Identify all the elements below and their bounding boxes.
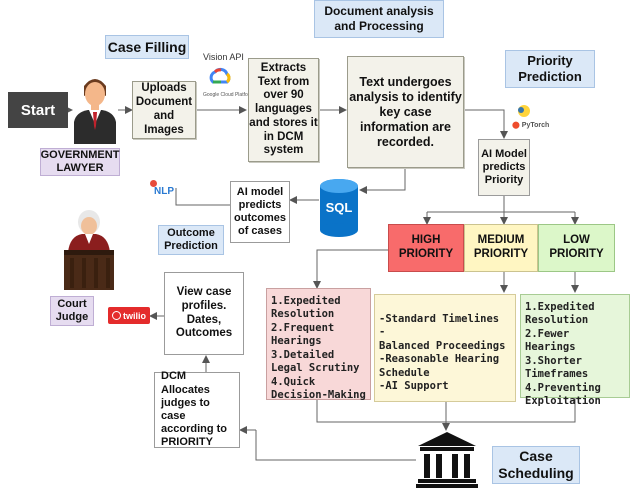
outcome-prediction-text: Outcome Prediction xyxy=(164,226,218,252)
start-text: Start xyxy=(20,101,56,119)
medium-priority-text: MEDIUM PRIORITY xyxy=(473,234,529,260)
medium-list-item: -AI Support xyxy=(379,380,449,393)
label-priority-prediction: Priority Prediction xyxy=(505,50,595,88)
start-node: Start xyxy=(8,92,68,128)
box-ai-priority: AI Model predicts Priority xyxy=(478,139,530,196)
pytorch-text: PyTorch xyxy=(521,122,550,129)
priority-prediction-text: Priority Prediction xyxy=(518,53,582,84)
medium-list-item: -Reasonable Hearing Schedule xyxy=(379,353,500,379)
box-extracts-text: Extracts Text from over 90 languages and… xyxy=(248,58,319,162)
label-case-filling: Case Filling xyxy=(105,35,189,59)
box-uploads: Uploads Document and Images xyxy=(132,81,196,139)
judge-icon xyxy=(60,208,118,290)
twilio-logo: twilio xyxy=(108,307,150,324)
medium-list-item: -Standard Timelines - xyxy=(379,313,500,339)
ai-priority-text: AI Model predicts Priority xyxy=(481,147,527,187)
medium-list-item: Balanced Proceedings xyxy=(379,339,506,352)
case-scheduling-text: Case Scheduling xyxy=(498,448,574,481)
lawyer-icon xyxy=(72,74,118,144)
label-outcome-prediction: Outcome Prediction xyxy=(158,225,224,255)
high-list-item: 2.Frequent Hearings xyxy=(271,321,335,348)
box-view-profiles: View case profiles. Dates, Outcomes xyxy=(164,272,244,355)
high-priority-list: 1.Expedited Resolution 2.Frequent Hearin… xyxy=(266,288,371,402)
label-government-lawyer: GOVERNMENT LAWYER xyxy=(40,148,120,176)
medium-priority-box: MEDIUM PRIORITY xyxy=(464,224,538,272)
high-list-item: 1.Expedited Resolution xyxy=(271,295,341,321)
medium-priority-list: -Standard Timelines - Balanced Proceedin… xyxy=(374,294,516,402)
high-priority-text: HIGH PRIORITY xyxy=(398,234,454,260)
dcm-allocates-text: DCM Allocates judges to case according t… xyxy=(161,370,228,449)
low-list-item: 1.Expedited Resolution xyxy=(525,301,595,327)
box-dcm-allocates: DCM Allocates judges to case according t… xyxy=(154,370,240,449)
twilio-text: twilio xyxy=(123,310,146,321)
box-text-analysis: Text undergoes analysis to identify key … xyxy=(347,56,464,168)
government-lawyer-text: GOVERNMENT LAWYER xyxy=(40,148,120,174)
high-list-item: 3.Detailed Legal Scrutiny xyxy=(271,348,360,375)
sql-label: SQL xyxy=(325,200,353,215)
high-priority-box: HIGH PRIORITY xyxy=(388,224,464,272)
low-list-item: 2.Fewer Hearings xyxy=(525,327,576,354)
label-case-scheduling: Case Scheduling xyxy=(492,446,580,484)
low-list-item: 3.Shorter Timeframes xyxy=(525,354,589,381)
sql-database-icon: SQL xyxy=(319,178,359,238)
doc-analysis-text: Document analysis and Processing xyxy=(324,4,434,33)
ai-library-icon xyxy=(514,104,534,118)
view-profiles-text: View case profiles. Dates, Outcomes xyxy=(175,285,233,340)
vision-api-label: Vision API xyxy=(203,52,244,62)
uploads-text: Uploads Document and Images xyxy=(135,82,193,136)
high-list-item: 4.Quick Decision-Making xyxy=(271,375,366,402)
analysis-text: Text undergoes analysis to identify key … xyxy=(349,74,462,149)
ai-outcome-text: AI model predicts outcomes of cases xyxy=(234,185,286,238)
low-priority-box: LOW PRIORITY xyxy=(538,224,615,272)
google-cloud-label: Google Cloud Platform xyxy=(203,92,254,98)
nlp-icon: NLP xyxy=(150,180,176,200)
case-filling-text: Case Filling xyxy=(107,39,187,55)
court-judge-text: Court Judge xyxy=(55,297,89,323)
extracts-text: Extracts Text from over 90 languages and… xyxy=(249,61,318,157)
label-document-analysis: Document analysis and Processing xyxy=(314,0,444,38)
google-cloud-icon xyxy=(207,64,233,90)
label-court-judge: Court Judge xyxy=(50,296,94,326)
box-ai-outcome: AI model predicts outcomes of cases xyxy=(230,181,290,243)
low-list-item: 4.Preventing Exploitation xyxy=(525,381,601,408)
low-priority-text: LOW PRIORITY xyxy=(549,234,604,260)
low-priority-list: 1.Expedited Resolution 2.Fewer Hearings … xyxy=(520,294,630,407)
nlp-label: NLP xyxy=(154,186,174,197)
pytorch-label: ⬤ PyTorch xyxy=(512,122,550,129)
courthouse-icon xyxy=(416,430,478,488)
